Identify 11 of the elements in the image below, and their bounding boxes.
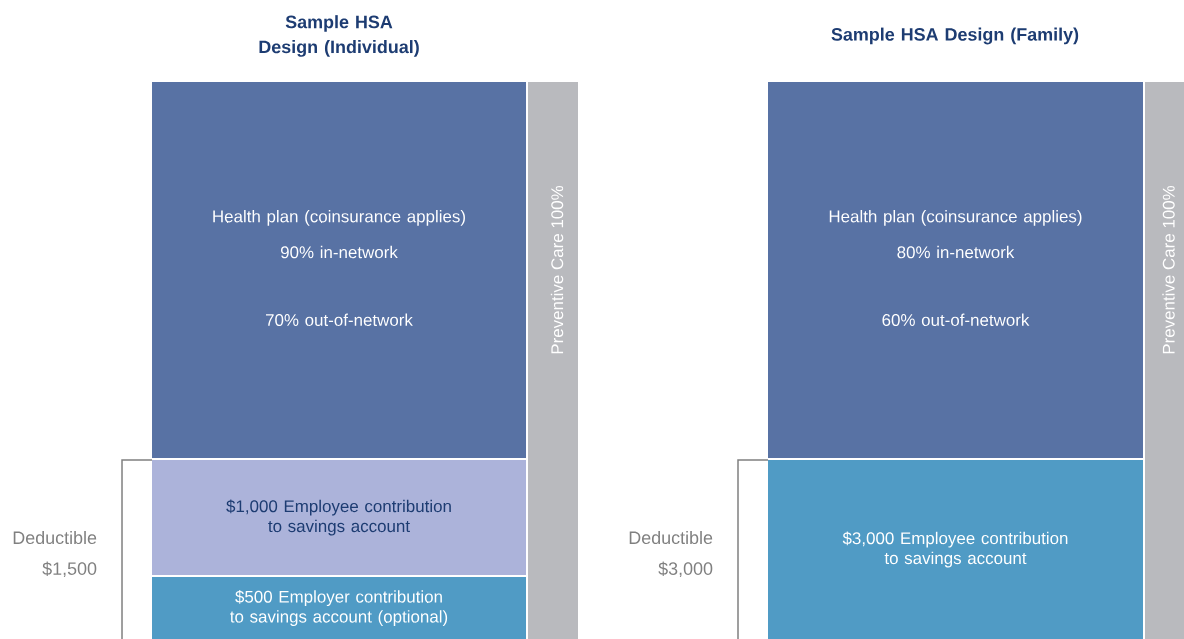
plan-box: Health plan (coinsurance applies) 90% in-network 70% out-of-network bbox=[152, 82, 526, 458]
coverage-bar: Preventive Care 100% bbox=[528, 82, 578, 639]
contribution-box: $500 Employer contribution to savings account (optional) bbox=[152, 577, 526, 639]
coverage-bar: Preventive Care 100% bbox=[1145, 82, 1184, 639]
panel-title: Sample HSA Design (Family) bbox=[831, 27, 1079, 45]
deductible-label: Deductible $3,000 bbox=[629, 530, 713, 578]
contribution-box: $1,000 Employee contribution to savings account bbox=[152, 460, 526, 575]
deductible-label: Deductible $1,500 bbox=[13, 530, 97, 578]
plan-box: Health plan (coinsurance applies) 80% in-network 60% out-of-network bbox=[768, 82, 1143, 458]
contribution-box: $3,000 Employee contribution to savings account bbox=[768, 460, 1143, 639]
panel-title: Sample HSA Design (Individual) bbox=[259, 15, 419, 57]
